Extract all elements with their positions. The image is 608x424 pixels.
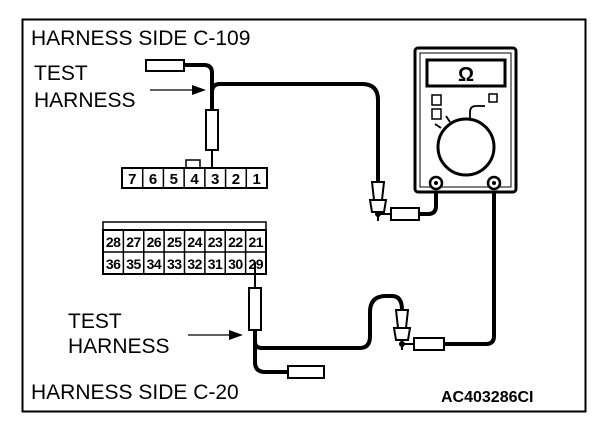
lead-meter-right — [444, 190, 496, 346]
title-c20: HARNESS SIDE C-20 — [31, 381, 239, 404]
c109-pin-1: 1 — [252, 171, 260, 188]
c20-pin-28: 28 — [106, 234, 121, 250]
figure-code: AC403286CI — [441, 389, 534, 406]
test-harness-bottom — [248, 262, 325, 379]
c20-pin-34: 34 — [147, 256, 162, 272]
c20-pin-24: 24 — [187, 234, 202, 250]
test-harness-bottom-line1: TEST — [68, 310, 122, 333]
arrow-top — [150, 85, 206, 95]
alligator-clip-bottom — [392, 309, 445, 351]
c109-pin-4: 4 — [190, 171, 199, 188]
c20-pin-26: 26 — [147, 234, 162, 250]
test-harness-bottom-line2: HARNESS — [68, 335, 170, 358]
c20-pin-23: 23 — [208, 234, 223, 250]
connector-c20: 28 27 26 25 24 23 22 21 36 35 34 33 32 31 30 29 — [102, 221, 267, 275]
meter-button-3 — [488, 93, 498, 103]
c109-pin-3: 3 — [211, 171, 219, 188]
c20-pin-35: 35 — [126, 256, 141, 272]
c109-pin-5: 5 — [170, 171, 178, 188]
wire-top-to-meter — [210, 82, 380, 182]
lead-meter-left — [419, 190, 438, 216]
test-harness-top — [145, 59, 219, 176]
diagram-frame — [21, 18, 587, 413]
arrow-bottom — [188, 330, 243, 340]
c20-pin-32: 32 — [187, 256, 202, 272]
meter-dial — [436, 117, 496, 177]
ohmmeter: Ω — [413, 46, 518, 194]
test-harness-top-line2: HARNESS — [34, 89, 136, 112]
c20-pin-33: 33 — [167, 256, 182, 272]
c20-pin-36: 36 — [106, 256, 121, 272]
meter-symbol: Ω — [458, 64, 474, 86]
meter-button-2 — [431, 108, 442, 120]
meter-display — [425, 58, 507, 88]
c20-pin-25: 25 — [167, 234, 182, 250]
alligator-clip-top — [368, 181, 420, 221]
c109-pin-2: 2 — [232, 171, 240, 188]
c20-pin-31: 31 — [208, 256, 223, 272]
c20-pin-22: 22 — [228, 234, 243, 250]
title-c109: HARNESS SIDE C-109 — [31, 27, 250, 50]
c20-pin-29: 29 — [249, 256, 264, 272]
test-harness-top-line1: TEST — [34, 62, 88, 85]
c20-pin-27: 27 — [126, 234, 141, 250]
c20-pin-30: 30 — [228, 256, 243, 272]
meter-button-1 — [431, 94, 442, 106]
wire-bottom-to-meter — [253, 294, 404, 350]
c109-pin-7: 7 — [128, 171, 136, 188]
c20-pin-21: 21 — [249, 234, 264, 250]
c109-pin-6: 6 — [149, 171, 157, 188]
